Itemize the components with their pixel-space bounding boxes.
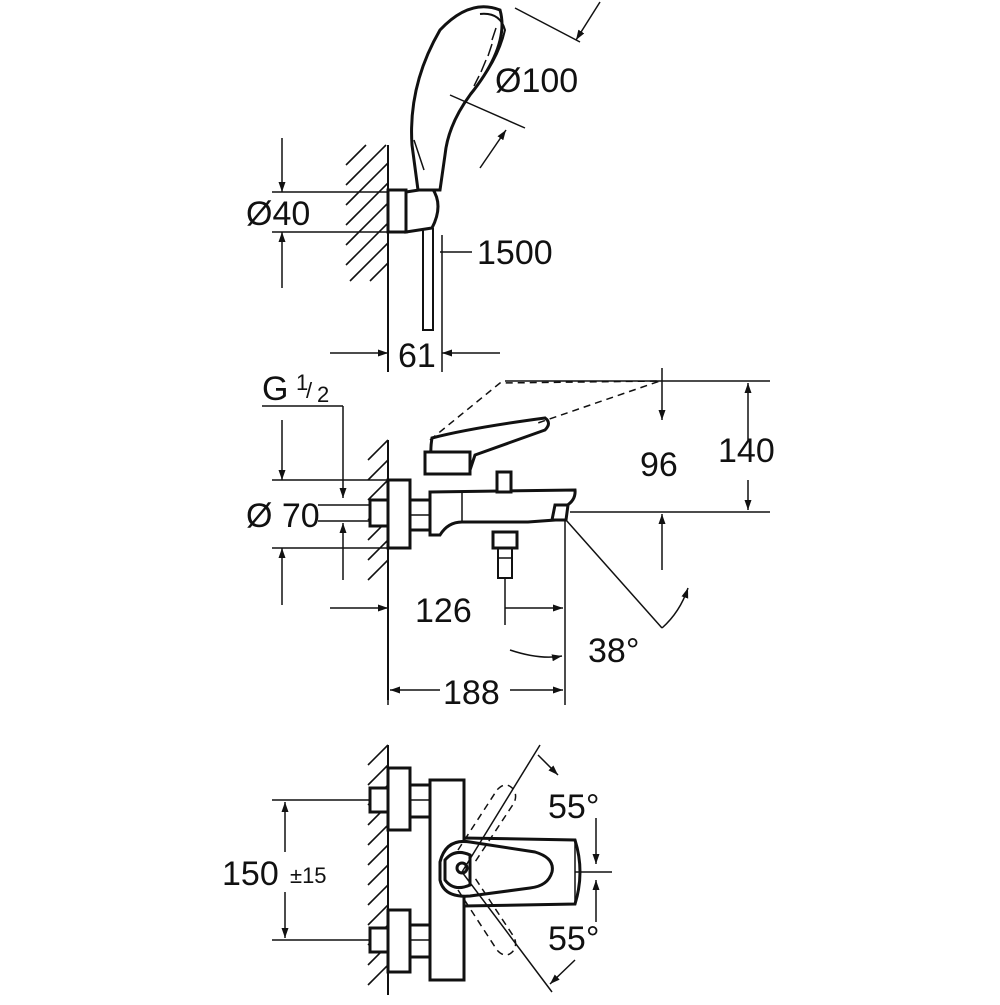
dim-holder-projection: 61 [398,337,436,375]
diverter-knob [495,470,513,494]
thread-slash: / [306,378,313,403]
outlet-nut [491,530,519,550]
eccentric-connector [368,498,390,528]
dim-lever-angle-down: 55° [548,920,599,958]
lever-base [423,450,472,476]
dim-thread-num: 1 [296,370,308,395]
shower-head-face [469,12,507,95]
wall-hatching [345,144,389,372]
wall-hatching [367,439,389,700]
upper-escutcheon [386,766,412,832]
dim-handle-height: 96 [640,446,678,484]
lever-open-position [429,380,661,441]
lower-connector [368,926,390,954]
dim-total-height: 140 [718,432,775,470]
dim-thread: G [262,370,288,408]
dim-shower-head-diameter: Ø100 [495,62,578,100]
holder-cup [404,186,440,234]
lower-nut [408,923,432,959]
shower-nozzles [473,27,497,87]
hand-shower-view: Ø100 Ø40 1500 61 [246,1,601,375]
dim-hose-length: 1500 [477,234,553,272]
mixer-body [428,488,577,537]
dim-lever-angle-up: 55° [548,788,599,826]
upper-connector [368,786,390,814]
dim-centers: 150 [222,855,279,893]
upper-nut [408,783,432,819]
lever-ghost-down [457,877,517,956]
outlet-pipe [497,547,513,579]
lever-ghost-up [457,784,517,863]
mixer-top-view: 55° 55° 150 ±15 [222,744,612,995]
handle-edge [413,139,425,171]
dim-thread-den: 2 [317,382,329,407]
spout-aerator [550,503,570,522]
dim-centers-tolerance: ±15 [290,863,327,888]
dim-spout-angle: 38° [588,632,639,670]
mixer-side-view: G 1 / 2 Ø 70 96 140 126 38° [246,368,775,712]
wall-hatching [367,744,389,995]
lower-escutcheon [386,908,412,974]
dim-outlet-diameter: Ø 70 [246,497,320,535]
dim-diverter-distance: 126 [415,592,472,630]
dim-projection: 188 [443,674,500,712]
wall-escutcheon [386,478,412,550]
dim-holder-diameter: Ø40 [246,195,310,233]
shower-hose [422,228,434,331]
shower-holder [386,188,408,234]
